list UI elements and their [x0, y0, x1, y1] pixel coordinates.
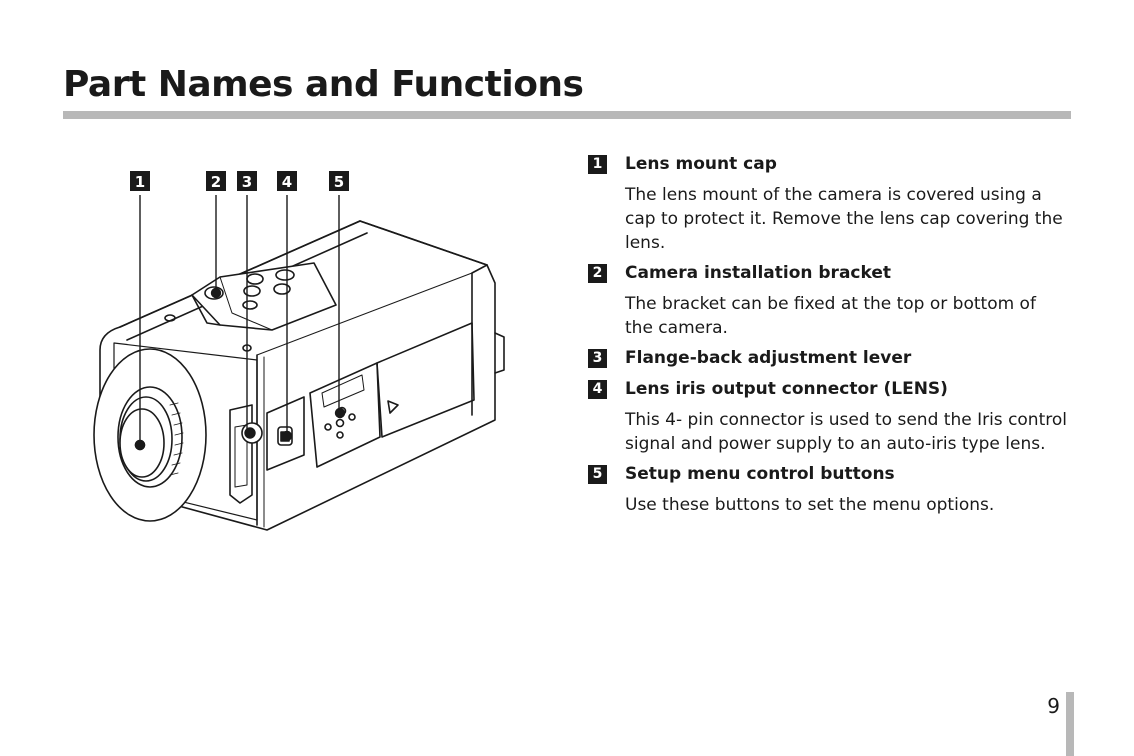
part-item-setup-menu-buttons: 5 Setup menu control buttons Use these b…	[588, 462, 1068, 517]
item-title: Setup menu control buttons	[625, 464, 895, 484]
item-description: The bracket can be fixed at the top or b…	[625, 294, 1036, 338]
part-item-lens-iris-connector: 4 Lens iris output connector (LENS) This…	[588, 377, 1068, 456]
page-number: 9	[1047, 694, 1060, 718]
item-title: Lens iris output connector (LENS)	[625, 379, 948, 399]
camera-illustration: 1 2 3 4 5	[93, 171, 505, 531]
item-number-badge: 4	[588, 380, 607, 399]
part-item-installation-bracket: 2 Camera installation bracket The bracke…	[588, 261, 1068, 340]
item-description: This 4- pin connector is used to send th…	[625, 410, 1067, 454]
page-edge-tab	[1066, 692, 1074, 756]
item-number-badge: 5	[588, 465, 607, 484]
part-item-lens-mount-cap: 1 Lens mount cap The lens mount of the c…	[588, 152, 1068, 255]
callout-3: 3	[242, 173, 252, 191]
callout-4: 4	[282, 173, 292, 191]
item-number-badge: 1	[588, 155, 607, 174]
item-number-badge: 2	[588, 264, 607, 283]
callout-2: 2	[211, 173, 221, 191]
page-title: Part Names and Functions	[63, 64, 584, 105]
item-number-badge: 3	[588, 349, 607, 368]
item-description: The lens mount of the camera is covered …	[625, 185, 1063, 253]
part-item-flange-back-lever: 3 Flange-back adjustment lever	[588, 346, 1068, 377]
callout-5: 5	[334, 173, 344, 191]
item-description: Use these buttons to set the menu option…	[625, 495, 995, 515]
title-rule	[63, 111, 1071, 119]
item-title: Lens mount cap	[625, 154, 777, 174]
item-title: Camera installation bracket	[625, 263, 891, 283]
part-list: 1 Lens mount cap The lens mount of the c…	[588, 152, 1068, 523]
callout-1: 1	[135, 173, 145, 191]
item-title: Flange-back adjustment lever	[625, 348, 912, 368]
